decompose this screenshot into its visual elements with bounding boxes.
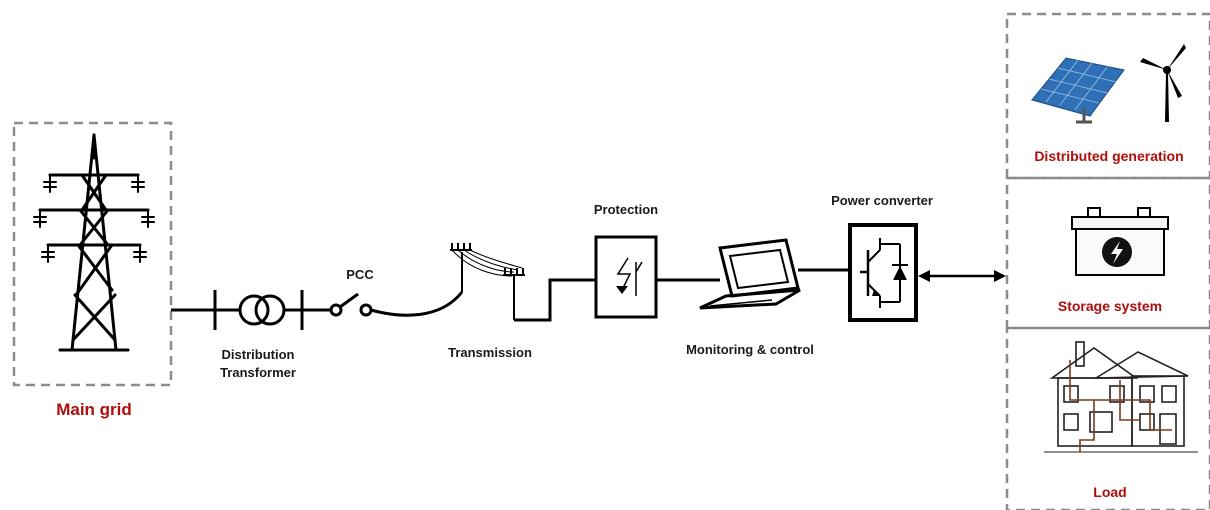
main-grid-box: [12, 121, 173, 387]
storage-system-box: [1005, 176, 1210, 330]
house-icon: [1044, 341, 1198, 453]
load-label: Load: [1093, 484, 1127, 500]
switch-icon: [329, 291, 464, 317]
load-box: [1005, 326, 1210, 510]
battery-icon: [1071, 207, 1169, 276]
distribution-transformer-label-line1: Distribution: [221, 347, 295, 362]
computer-icon: [699, 238, 801, 310]
transformer-icon: [213, 290, 330, 330]
distributed-generation-label: Distributed generation: [1034, 148, 1184, 164]
solar-panel-icon: [1031, 57, 1125, 124]
power-converter-label: Power converter: [831, 193, 933, 208]
igbt-icon: [848, 223, 918, 322]
bidirectional-arrow: [918, 270, 1006, 282]
wind-turbine-icon: [1140, 44, 1186, 122]
pcc-label: PCC: [346, 267, 374, 282]
power-pole-icon: [450, 243, 525, 320]
distribution-transformer-label-line2: Transformer: [220, 365, 296, 380]
main-grid-label: Main grid: [56, 400, 132, 419]
protection-label: Protection: [593, 202, 659, 217]
storage-system-label: Storage system: [1057, 298, 1163, 314]
transmission-tower-icon: [33, 133, 155, 352]
distributed-generation-box: [1005, 12, 1210, 180]
breaker-icon: [594, 235, 658, 319]
monitoring-control-label: Monitoring & control: [686, 342, 814, 357]
transmission-label: Transmission: [448, 345, 532, 360]
